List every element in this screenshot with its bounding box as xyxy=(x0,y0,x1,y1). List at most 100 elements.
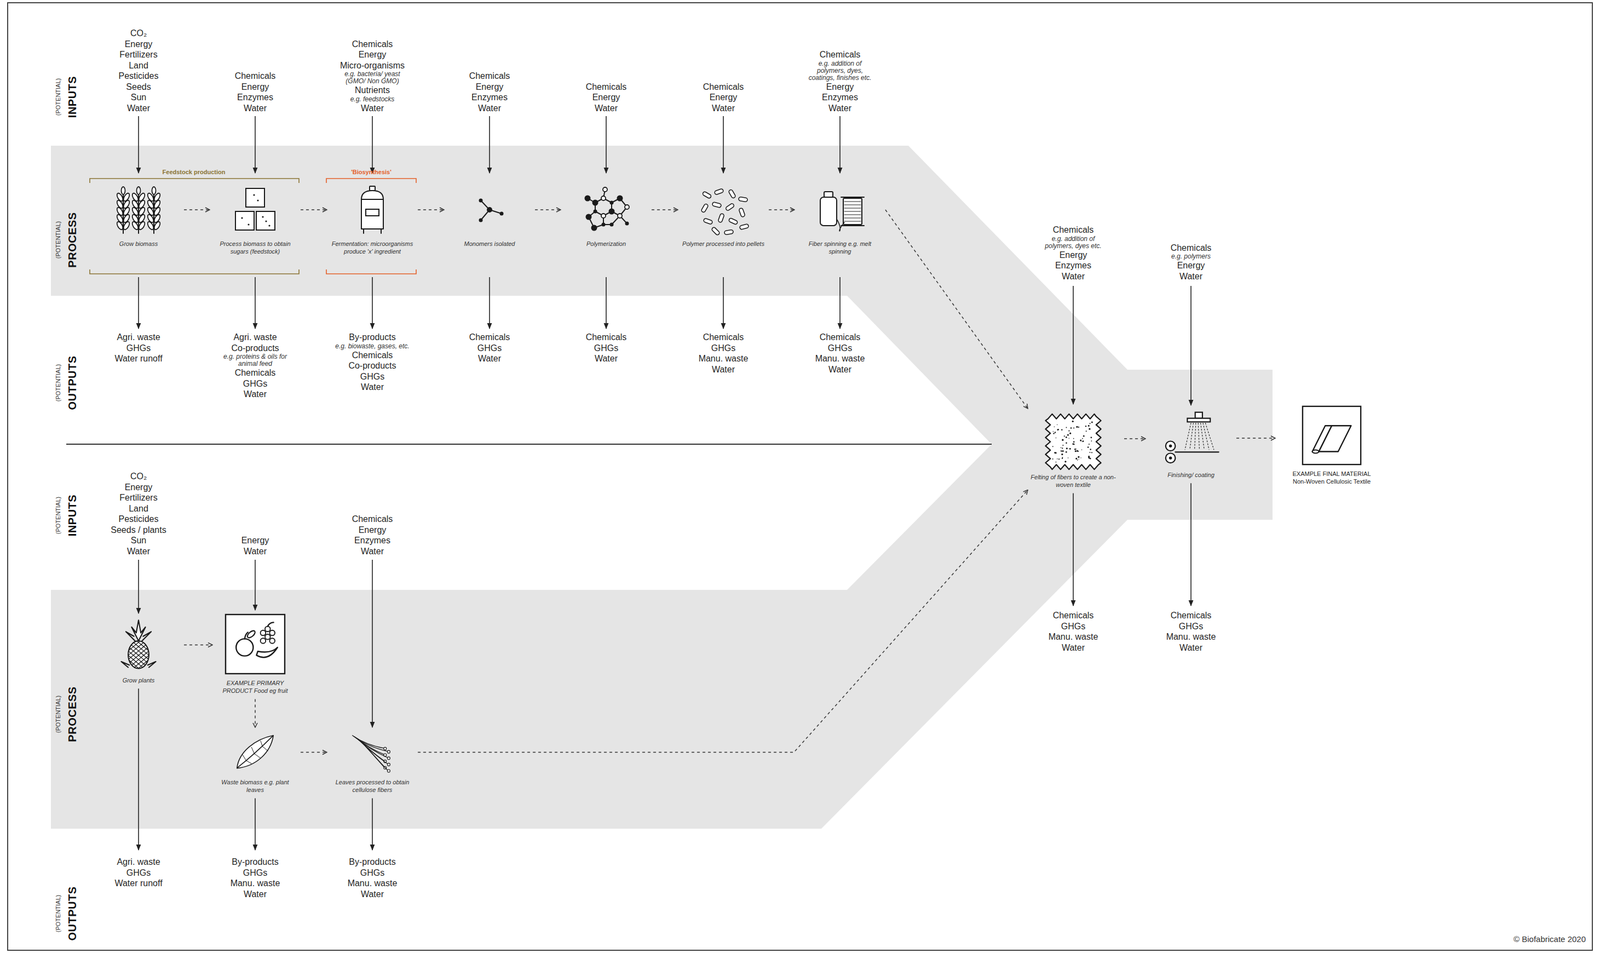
step-caption: Process biomass to obtain sugars (feedst… xyxy=(214,239,297,256)
process-band xyxy=(50,145,1273,829)
page-frame xyxy=(7,2,1593,951)
flow-label: Water xyxy=(585,353,627,365)
flow-label: Seeds xyxy=(118,81,159,93)
axis-label: (POTENTIAL) xyxy=(54,695,62,733)
process-step: Grow plants xyxy=(97,618,180,684)
flow-label: Energy xyxy=(234,81,276,93)
flow-label: Enzymes xyxy=(1044,260,1102,272)
flow-label: By-products xyxy=(335,331,410,343)
process-step: Fiber spinning e.g. melt spinning xyxy=(798,185,882,256)
process-connector xyxy=(183,644,213,646)
label-column: ChemicalsEnergyEnzymesWater xyxy=(469,70,511,114)
example-note: e.g. bacteria/ yeast xyxy=(340,70,405,78)
label-column: CO₂EnergyFertilizersLandPesticidesSeedsS… xyxy=(118,27,159,114)
feedstock-bracket xyxy=(89,178,299,274)
label-column: By-productse.g. biowaste, gases, etc.Che… xyxy=(335,331,410,393)
label-column: ChemicalsGHGsWater xyxy=(585,331,627,365)
flow-arrow xyxy=(605,277,607,329)
flow-arrow xyxy=(722,277,724,329)
label-column: By-productsGHGsManu. wasteWater xyxy=(230,856,281,900)
flow-arrow xyxy=(1190,482,1192,606)
example-note: e.g. polymers xyxy=(1170,252,1212,261)
flow-label: Water xyxy=(223,388,287,400)
flow-label: Chemicals xyxy=(808,49,872,61)
flow-label: Water xyxy=(815,364,866,376)
flow-label: Energy xyxy=(1044,249,1102,261)
step-icon xyxy=(1149,410,1233,466)
process-connector xyxy=(651,209,678,211)
label-column: ChemicalsGHGsManu. wasteWater xyxy=(815,331,866,375)
flow-label: Water xyxy=(698,364,749,376)
flow-label: Energy xyxy=(118,38,159,50)
flow-arrow xyxy=(371,559,373,728)
label-column: Chemicalse.g. addition ofpolymers, dyes … xyxy=(1044,224,1102,282)
flow-label: GHGs xyxy=(223,378,287,390)
flow-label: CO₂ xyxy=(118,27,159,39)
flow-label: GHGs xyxy=(335,371,410,383)
process-connector xyxy=(417,209,445,211)
axis-label: (POTENTIAL) xyxy=(54,894,62,932)
step-icon xyxy=(214,185,297,235)
flow-label: Agri. waste xyxy=(114,856,163,868)
axis-label: (POTENTIAL) xyxy=(54,364,62,402)
flow-label: Chemicals xyxy=(815,331,866,343)
axis-label: PROCESS xyxy=(66,211,79,268)
flow-label: Energy xyxy=(352,524,394,536)
example-note: polymers, dyes etc. xyxy=(1044,242,1102,250)
process-connector xyxy=(183,209,210,211)
step-icon xyxy=(331,731,414,773)
bracket-label: 'Biosynthesis' xyxy=(350,168,392,176)
flow-arrow xyxy=(254,559,256,610)
step-caption: Fermentation: microorganisms produce 'x'… xyxy=(331,239,414,256)
example-note: coatings, finishes etc. xyxy=(808,74,872,82)
flow-label: Chemicals xyxy=(703,81,745,93)
flow-label: Fertilizers xyxy=(118,49,159,61)
axis-label: PROCESS xyxy=(66,686,79,742)
process-connector xyxy=(885,209,1028,409)
flow-label: Chemicals xyxy=(1048,609,1099,621)
flow-label: GHGs xyxy=(1048,620,1099,632)
flow-label: Water xyxy=(1048,642,1099,654)
flow-label: Seeds / plants xyxy=(110,524,166,536)
flow-label: GHGs xyxy=(585,342,627,354)
flow-label: Water runoff xyxy=(114,877,163,889)
example-note: e.g. addition of xyxy=(808,60,872,68)
flow-label: Energy xyxy=(340,49,405,61)
flow-label: Water xyxy=(469,353,511,365)
flow-arrow xyxy=(137,559,140,614)
flow-label: Water xyxy=(352,545,394,557)
flow-arrow xyxy=(839,277,841,329)
example-note: e.g. feedstocks xyxy=(340,95,405,103)
example-note: e.g. biowaste, gases, etc. xyxy=(335,342,410,350)
process-step: Felting of fibers to create a non-woven … xyxy=(1026,409,1120,489)
step-icon xyxy=(565,185,648,235)
flow-arrow xyxy=(137,277,140,329)
flow-arrow xyxy=(371,277,373,329)
flow-label: Water xyxy=(335,381,410,393)
flow-label: Chemicals xyxy=(352,513,394,525)
flow-label: GHGs xyxy=(1166,620,1217,632)
process-connector xyxy=(417,490,1028,753)
example-note: (GMO/ Non GMO) xyxy=(340,77,405,85)
example-note: e.g. addition of xyxy=(1044,235,1102,243)
flow-label: Enzymes xyxy=(234,91,276,103)
flow-label: Energy xyxy=(110,481,166,493)
process-step: Polymer processed into pellets xyxy=(682,185,765,248)
flow-label: Chemicals xyxy=(223,367,287,379)
process-connector xyxy=(254,699,256,728)
bracket-label: Feedstock production xyxy=(162,168,226,176)
flow-label: Water xyxy=(234,102,276,114)
connectors xyxy=(183,209,1276,753)
flow-label: Sun xyxy=(110,534,166,546)
process-connector xyxy=(300,751,327,753)
step-icon xyxy=(214,731,297,773)
flow-label: Chemicals xyxy=(585,331,627,343)
axis-label: INPUTS xyxy=(66,76,79,118)
label-column: ChemicalsEnergyEnzymesWater xyxy=(234,70,276,114)
step-icon xyxy=(97,618,180,671)
flow-label: Energy xyxy=(241,534,270,546)
step-caption: Fiber spinning e.g. melt spinning xyxy=(798,239,882,256)
process-step: Finishing/ coating xyxy=(1149,410,1233,479)
label-column: EnergyWater xyxy=(241,534,270,557)
